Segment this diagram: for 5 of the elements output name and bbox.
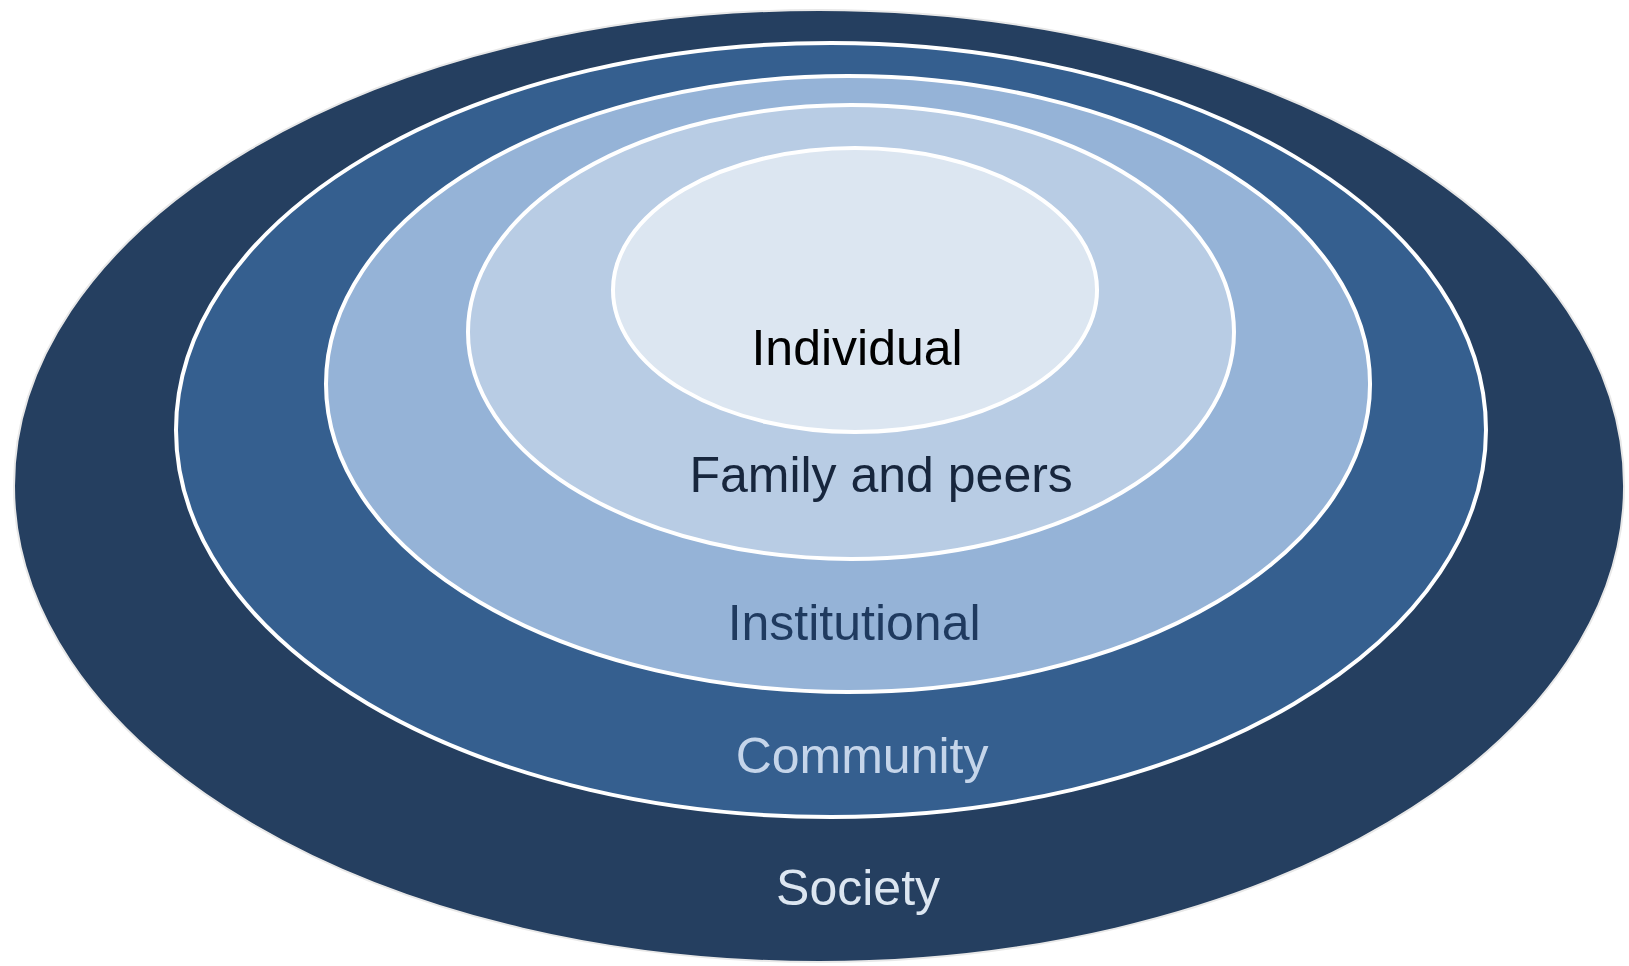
layer-label: Community (735, 728, 989, 784)
layer-label: Individual (751, 320, 963, 376)
layer-label: Society (776, 860, 941, 916)
layer-label: Family and peers (689, 447, 1073, 503)
layer-label: Institutional (727, 595, 981, 651)
